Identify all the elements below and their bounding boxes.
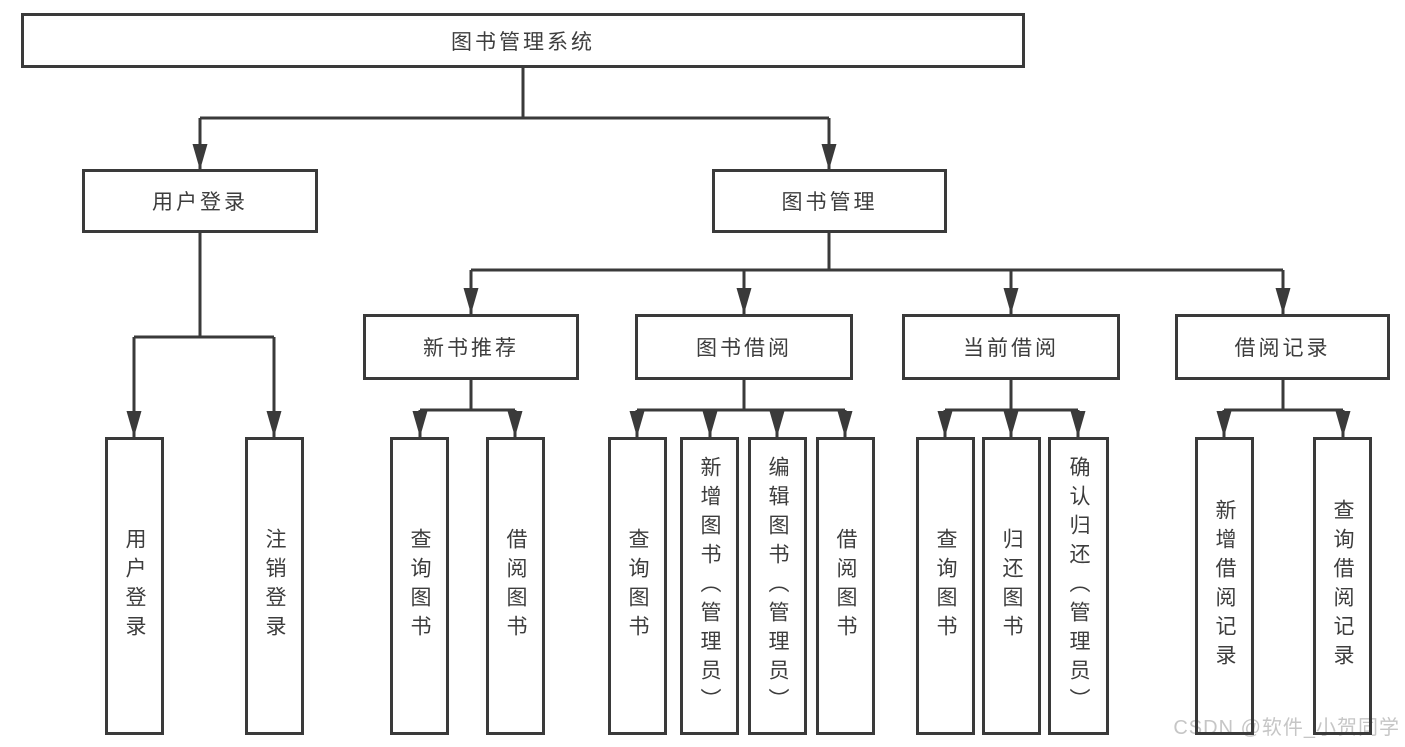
node-new-book-recommend-label: 新书推荐	[423, 337, 519, 360]
leaf-user-login: 用户登录	[105, 437, 164, 735]
node-user-login-label: 用户登录	[152, 191, 248, 214]
node-borrow-record-label: 借阅记录	[1234, 337, 1331, 360]
leaf-record-add-label: 新增借阅记录	[1213, 499, 1236, 673]
node-book-borrow-label: 图书借阅	[696, 337, 792, 360]
leaf-borrow-add-book: 新增图书（管理员）	[680, 437, 739, 735]
leaf-current-confirm-return: 确认归还（管理员）	[1048, 437, 1109, 735]
node-user-login: 用户登录	[82, 169, 318, 233]
leaf-recommend-query-book: 查询图书	[390, 437, 449, 735]
node-current-borrow-label: 当前借阅	[963, 337, 1059, 360]
node-book-management-label: 图书管理	[781, 191, 878, 214]
leaf-logout: 注销登录	[245, 437, 304, 735]
leaf-current-confirm-return-label: 确认归还（管理员）	[1067, 455, 1090, 717]
leaf-current-query-book-label: 查询图书	[934, 528, 957, 644]
node-book-borrow: 图书借阅	[635, 314, 853, 380]
node-root-system: 图书管理系统	[21, 13, 1025, 68]
leaf-record-query-label: 查询借阅记录	[1331, 499, 1354, 673]
leaf-recommend-query-book-label: 查询图书	[408, 528, 431, 644]
leaf-recommend-borrow-book: 借阅图书	[486, 437, 545, 735]
leaf-current-return-book-label: 归还图书	[1000, 528, 1023, 644]
leaf-borrow-add-book-label: 新增图书（管理员）	[698, 455, 721, 717]
leaf-user-login-label: 用户登录	[123, 528, 146, 644]
leaf-current-query-book: 查询图书	[916, 437, 975, 735]
leaf-borrow-query-book: 查询图书	[608, 437, 667, 735]
leaf-record-query: 查询借阅记录	[1313, 437, 1372, 735]
leaf-borrow-edit-book-label: 编辑图书（管理员）	[766, 455, 789, 717]
leaf-current-return-book: 归还图书	[982, 437, 1041, 735]
leaf-recommend-borrow-book-label: 借阅图书	[504, 528, 527, 644]
node-new-book-recommend: 新书推荐	[363, 314, 579, 380]
csdn-watermark: CSDN @软件_小贺同学	[1173, 717, 1400, 739]
leaf-record-add: 新增借阅记录	[1195, 437, 1254, 735]
node-current-borrow: 当前借阅	[902, 314, 1120, 380]
node-root-system-label: 图书管理系统	[451, 30, 595, 54]
leaf-borrow-borrow-book: 借阅图书	[816, 437, 875, 735]
node-borrow-record: 借阅记录	[1175, 314, 1390, 380]
leaf-borrow-query-book-label: 查询图书	[626, 528, 649, 644]
leaf-logout-label: 注销登录	[263, 528, 286, 644]
leaf-borrow-borrow-book-label: 借阅图书	[834, 528, 857, 644]
leaf-borrow-edit-book: 编辑图书（管理员）	[748, 437, 807, 735]
node-book-management: 图书管理	[712, 169, 947, 233]
